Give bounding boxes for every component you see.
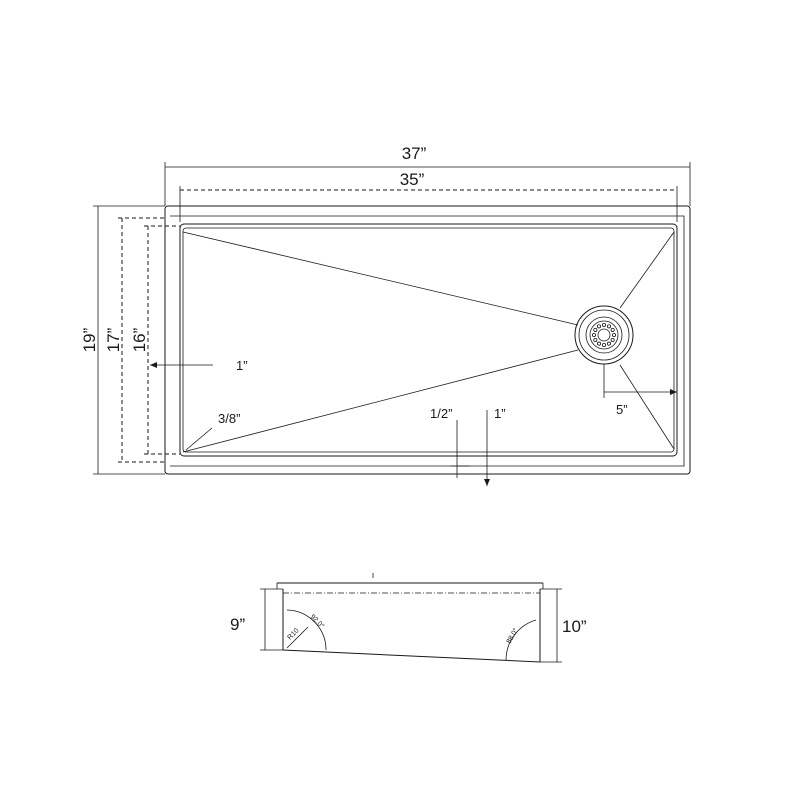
- left-angle-callout: 92.0° R10: [286, 609, 327, 651]
- overall-width-label: 19”: [80, 327, 99, 352]
- right-angle-callout: 88.0°: [505, 619, 537, 661]
- overall-length-label: 37”: [402, 144, 427, 163]
- back-depth-label: 10”: [562, 617, 587, 636]
- left-angle-label: 92.0°: [309, 613, 326, 630]
- inner-width-dimension: 17”: [104, 217, 165, 463]
- overall-length-dimension: 37”: [164, 144, 691, 206]
- drain-hole: [612, 332, 617, 337]
- drain-hole: [597, 341, 602, 346]
- drain-hole: [593, 327, 598, 332]
- drain: [574, 305, 634, 365]
- inner-length-dimension: 35”: [179, 170, 678, 222]
- drain-offset-dimension: 5”: [603, 364, 677, 417]
- ledge-step-half-label: 1/2”: [430, 406, 452, 421]
- front-depth-label: 9”: [230, 615, 245, 634]
- corner-radius-label: 3/8”: [218, 411, 240, 426]
- side-basin-profile: [282, 589, 541, 663]
- drain-hole: [610, 337, 615, 342]
- drain-hole: [597, 324, 602, 329]
- left-radius-label: R10: [286, 627, 300, 641]
- drain-hole: [607, 324, 612, 329]
- basin-slope-lines: [182, 231, 675, 453]
- sink-outer-rim: [164, 205, 691, 475]
- sink-ledge-line: [170, 215, 685, 467]
- basin-width-dimension: 16”: [130, 225, 180, 455]
- drain-hole: [593, 337, 598, 342]
- right-angle-label: 88.0°: [505, 627, 520, 645]
- ledge-offset-label: 1”: [236, 358, 248, 373]
- drain-strainer-holes: [592, 322, 617, 347]
- ledge-step-one-label: 1”: [494, 406, 506, 421]
- corner-radius-callout: 3/8”: [185, 411, 240, 451]
- inner-width-label: 17”: [104, 327, 123, 352]
- ledge-offset-callout: 1”: [150, 358, 248, 373]
- overall-width-dimension: 19”: [80, 205, 165, 475]
- basin-width-label: 16”: [130, 327, 149, 352]
- drain-hole: [592, 332, 597, 337]
- front-depth-dimension: 9”: [230, 588, 283, 651]
- sink-basin-outline: [179, 223, 678, 457]
- inner-length-label: 35”: [400, 170, 425, 189]
- drain-hole: [607, 341, 612, 346]
- side-view: 92.0° R10 88.0° 9” 10”: [230, 573, 587, 663]
- drain-hole: [610, 327, 615, 332]
- ledge-step-half-dimension: 1/2”: [430, 406, 470, 478]
- back-depth-dimension: 10”: [540, 588, 587, 663]
- drain-hole: [602, 342, 607, 347]
- drain-offset-label: 5”: [616, 402, 628, 417]
- sink-basin-inner-edge: [182, 227, 675, 453]
- drain-hole: [602, 322, 607, 327]
- top-view: 37” 35” 19” 17”: [80, 144, 691, 486]
- ledge-step-one-dimension: 1”: [480, 406, 506, 486]
